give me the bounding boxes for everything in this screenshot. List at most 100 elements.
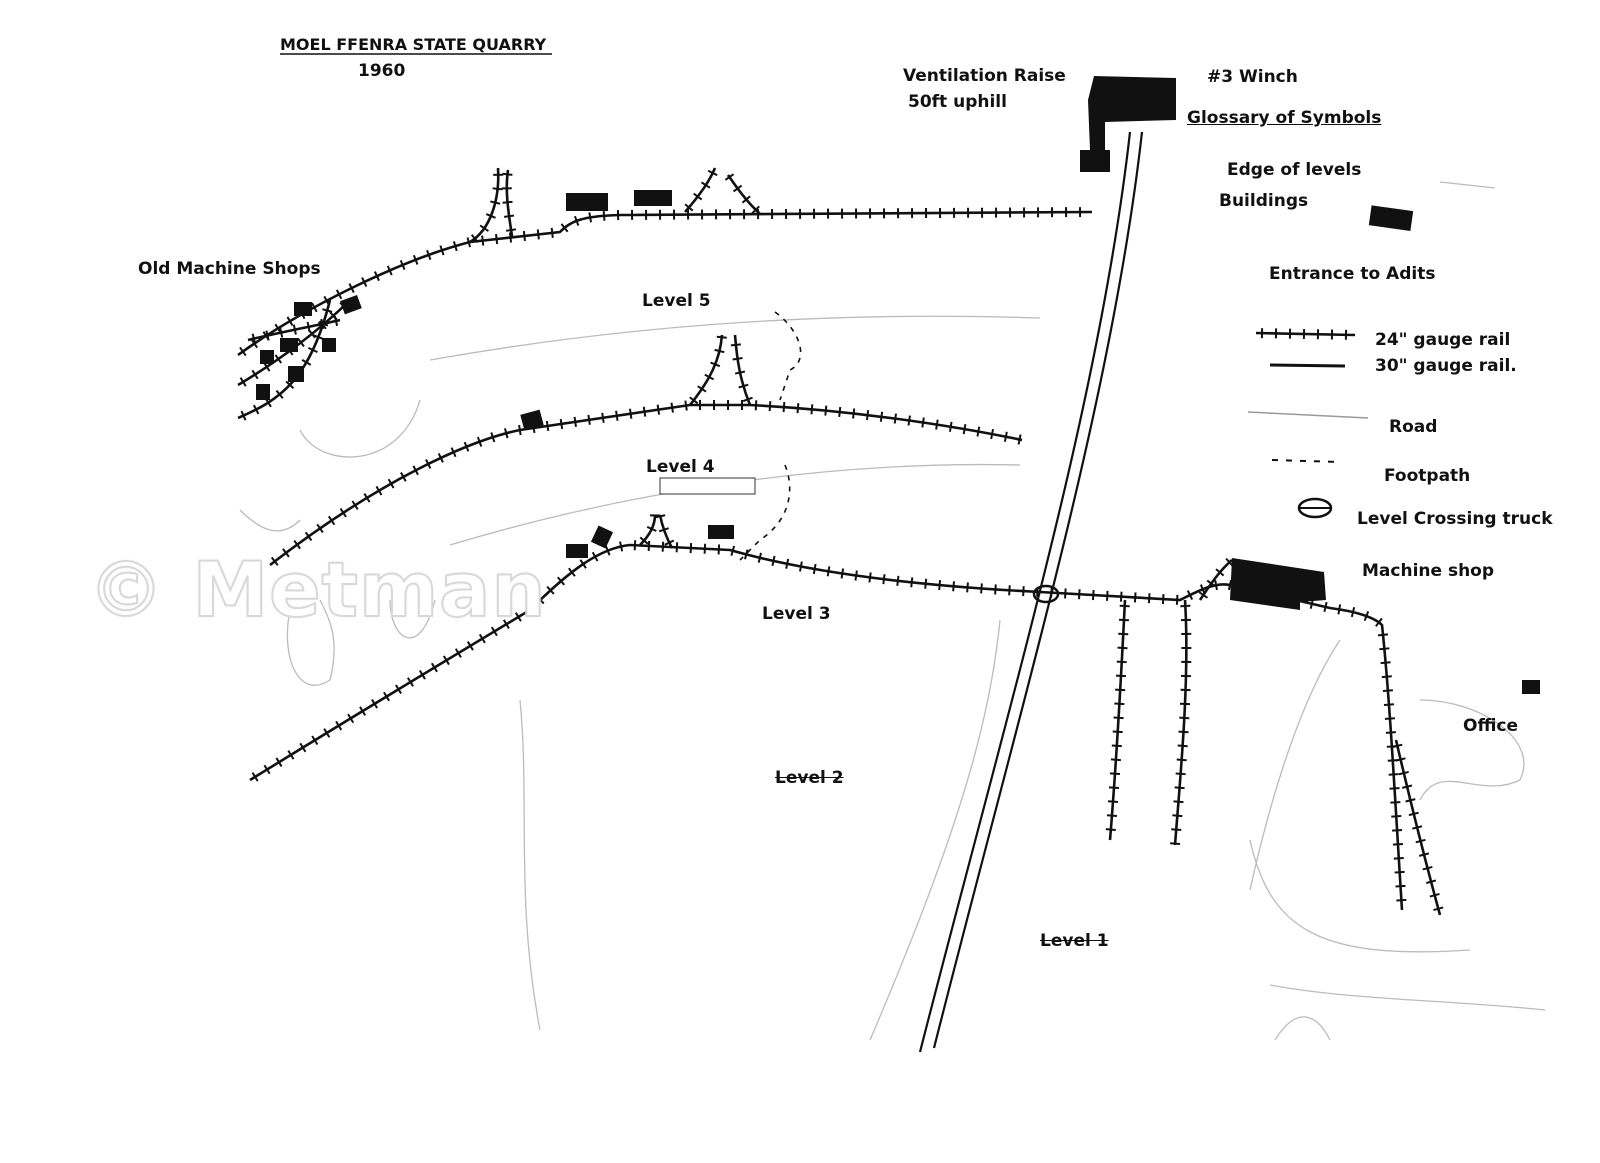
sleeper-tick: [1392, 842, 1403, 846]
level-4-label-box: [659, 477, 756, 495]
sleeper-tick: [518, 424, 522, 436]
legend-footpath: [1271, 459, 1341, 463]
sleeper-tick: [1186, 590, 1194, 600]
sleeper-tick: [361, 277, 368, 287]
sleeper-tick: [502, 619, 510, 629]
sleeper-tick: [573, 215, 580, 226]
sleeper-tick: [239, 377, 247, 387]
glossary-crossing: Level Crossing truck: [1357, 509, 1553, 529]
sleeper-tick: [252, 404, 260, 415]
legend-building-icon: [1368, 205, 1414, 231]
incline-rail: [918, 131, 1132, 1053]
sleeper-tick: [442, 655, 450, 666]
footpath: [739, 464, 791, 561]
sleeper-tick: [1078, 589, 1081, 600]
sleeper-tick: [1415, 838, 1426, 844]
sleeper-tick: [282, 548, 290, 558]
sleeper-tick: [335, 720, 343, 731]
sleeper-tick: [907, 415, 911, 426]
edge-line: [1419, 699, 1525, 801]
sleeper-tick: [587, 414, 591, 425]
sleeper-tick: [292, 324, 297, 335]
sleeper-tick: [1133, 592, 1137, 603]
sleeper-tick: [655, 514, 666, 519]
sleeper-tick: [693, 192, 703, 201]
sleeper-tick: [327, 515, 336, 526]
sleeper-tick: [270, 556, 279, 566]
sleeper-tick: [1402, 784, 1413, 789]
sleeper-tick: [1106, 814, 1118, 817]
rail-tracks: [237, 167, 1444, 916]
sleeper-tick: [251, 333, 256, 344]
edge-line: [449, 463, 1021, 546]
sleeper-tick: [1116, 660, 1127, 664]
sleeper-tick: [935, 419, 939, 430]
sleeper-tick: [865, 410, 870, 421]
level-4-spur: [733, 334, 752, 406]
rail-ticks: [1198, 557, 1234, 599]
glossary-heading: Glossary of Symbols: [1187, 108, 1382, 128]
sleeper-tick: [734, 370, 746, 375]
sleeper-tick: [1092, 589, 1095, 601]
sleeper-tick: [1390, 801, 1401, 804]
sleeper-tick: [1003, 431, 1008, 442]
sleeper-tick: [1199, 584, 1206, 595]
edge-line: [1269, 984, 1546, 1011]
rail-ticks: [684, 169, 718, 212]
sleeper-tick: [425, 459, 432, 469]
sleeper-tick: [588, 212, 592, 223]
sleeper-tick: [732, 184, 743, 193]
level-edges: [239, 181, 1546, 1041]
sleeper-tick: [868, 572, 872, 583]
sleeper-tick: [316, 523, 324, 534]
sleeper-tick: [545, 420, 550, 432]
sleeper-tick: [1225, 557, 1234, 567]
sleeper-tick: [265, 330, 270, 341]
sleeper-tick: [285, 380, 295, 390]
rail-ticks: [470, 173, 504, 244]
sleeper-tick: [741, 195, 751, 204]
sleeper-tick: [1398, 770, 1409, 776]
sleeper-tick: [742, 396, 753, 403]
sleeper-tick: [938, 579, 942, 591]
rail-ticks: [501, 172, 517, 232]
sleeper-tick: [924, 578, 928, 589]
sleeper-tick: [1384, 717, 1396, 720]
rail-ticks: [730, 343, 753, 403]
incline-rail: [932, 131, 1144, 1049]
sleeper-tick: [1395, 757, 1406, 762]
level-3-branch: [1173, 599, 1188, 846]
sleeper-tick: [840, 568, 845, 579]
sleeper-tick: [426, 249, 432, 260]
sleeper-tick: [1337, 604, 1342, 615]
sleeper-tick: [503, 428, 509, 439]
sleeper-tick: [1180, 604, 1191, 608]
sleeper-tick: [407, 677, 414, 687]
sleeper-tick: [573, 416, 577, 427]
edge-line: [286, 599, 335, 686]
sleeper-tick: [412, 465, 419, 476]
sleeper-tick: [1391, 815, 1402, 818]
sleeper-tick: [684, 203, 694, 212]
sleeper-tick: [628, 408, 633, 419]
sleeper-tick: [490, 626, 498, 637]
sleeper-tick: [375, 485, 383, 496]
old-shops-track: [237, 299, 351, 387]
sleeper-tick: [990, 428, 995, 440]
sleeper-tick: [383, 691, 390, 702]
sleeper-tick: [1418, 852, 1430, 857]
sleeper-tick: [1175, 594, 1179, 605]
sleeper-tick: [307, 346, 318, 354]
sleeper-tick: [754, 400, 758, 411]
building-icon: [260, 350, 274, 364]
edge-line: [519, 699, 541, 1031]
sleeper-tick: [495, 233, 499, 245]
sleeper-tick: [882, 574, 886, 585]
level-crossing-icon: [1032, 584, 1060, 604]
building-icon: [566, 193, 608, 211]
sleeper-tick: [1147, 593, 1151, 604]
buildings: [256, 76, 1540, 694]
sleeper-tick: [771, 555, 776, 566]
sleeper-tick: [689, 396, 699, 405]
sleeper-tick: [323, 728, 331, 738]
